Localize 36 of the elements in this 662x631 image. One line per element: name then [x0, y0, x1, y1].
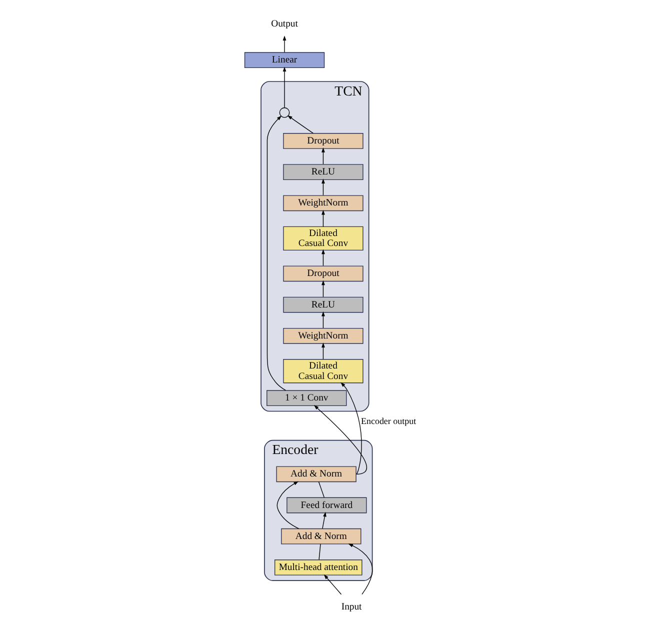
- arrow: [322, 249, 325, 266]
- node-box: Dropout: [283, 133, 364, 149]
- node-box: WeightNorm: [283, 328, 364, 344]
- connector: [318, 544, 321, 560]
- node-box: WeightNorm: [283, 195, 364, 212]
- node-box: ReLU: [283, 296, 364, 313]
- arrow: [282, 36, 286, 53]
- node-circle: [279, 107, 290, 118]
- arrow: [322, 342, 325, 360]
- arrow: [322, 210, 325, 227]
- node-box: 1 × 1 Conv: [266, 390, 347, 406]
- node-box: Add & Norm: [281, 528, 362, 544]
- arrow: [282, 66, 286, 108]
- arrow: [348, 544, 373, 595]
- node-box: Add & Norm: [276, 466, 356, 482]
- node-box: ReLU: [283, 164, 364, 180]
- arrow: [322, 280, 325, 298]
- arrow: [324, 574, 342, 595]
- node-box: Feed forward: [286, 497, 367, 514]
- arrow: [340, 382, 362, 474]
- node-box: Multi-head attention: [274, 560, 362, 576]
- node-box: Linear: [244, 52, 325, 68]
- node-text: Output: [271, 18, 298, 30]
- arrow: [322, 148, 325, 165]
- arrow: [322, 311, 325, 328]
- arrow: [314, 405, 368, 474]
- node-box: Dilated Casual Conv: [283, 359, 364, 384]
- node-text: Input: [341, 601, 362, 612]
- edge-label: Encoder output: [361, 416, 416, 426]
- arrow: [322, 512, 326, 529]
- node-box: Dilated Casual Conv: [283, 226, 364, 251]
- arrow: [276, 481, 300, 529]
- arrow: [287, 115, 314, 134]
- node-box: Dropout: [283, 266, 364, 282]
- connector: [318, 481, 325, 498]
- arrow: [322, 178, 325, 196]
